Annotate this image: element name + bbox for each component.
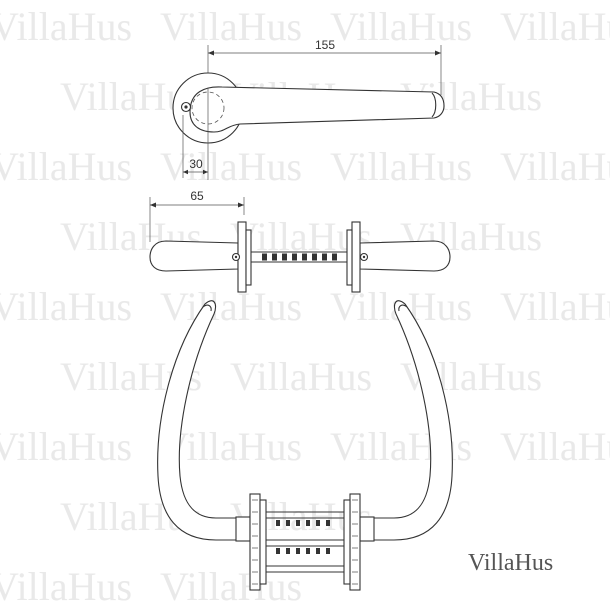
left-arm <box>157 300 241 541</box>
right-rosette <box>351 221 361 293</box>
watermark-text: VillaHus <box>160 284 302 329</box>
right-handle <box>359 240 451 272</box>
watermark-text: VillaHus <box>160 144 302 189</box>
watermark-text: VillaHus <box>330 144 472 189</box>
spindle <box>251 251 347 263</box>
front-view <box>157 300 453 591</box>
dimension-label-offset: 30 <box>189 157 203 171</box>
right-arm <box>369 300 453 541</box>
right-sleeve <box>359 516 375 542</box>
front-left-rosette <box>249 493 261 591</box>
dimension-offset: 30 <box>182 115 208 178</box>
watermark-text: VillaHus <box>500 284 610 329</box>
watermark-text: VillaHus <box>160 564 302 609</box>
left-handle <box>149 240 239 272</box>
front-right-rosette <box>349 493 361 591</box>
watermark-text: VillaHus <box>0 564 132 609</box>
watermark-text: VillaHus <box>0 4 132 49</box>
watermark-text: VillaHus <box>500 424 610 469</box>
side-view: 65 <box>149 189 451 293</box>
front-spindle <box>266 511 344 573</box>
left-sleeve <box>235 516 251 542</box>
watermark-text: VillaHus <box>160 4 302 49</box>
watermark-text: VillaHus <box>330 4 472 49</box>
watermark-text: VillaHus <box>0 284 132 329</box>
watermark-text: VillaHus <box>160 424 302 469</box>
watermark-text: VillaHus <box>0 424 132 469</box>
watermark-text: VillaHus <box>0 144 132 189</box>
top-view: 155 30 <box>172 38 445 180</box>
watermark-text: VillaHus <box>500 4 610 49</box>
watermark-text: VillaHus <box>230 354 372 399</box>
dimension-label-length: 155 <box>315 38 335 52</box>
dimension-projection: 65 <box>149 189 245 242</box>
brand-logo: VillaHus <box>468 550 554 576</box>
lever-arm <box>189 86 445 133</box>
dimension-label-projection: 65 <box>190 189 204 203</box>
watermark-text: VillaHus <box>500 144 610 189</box>
